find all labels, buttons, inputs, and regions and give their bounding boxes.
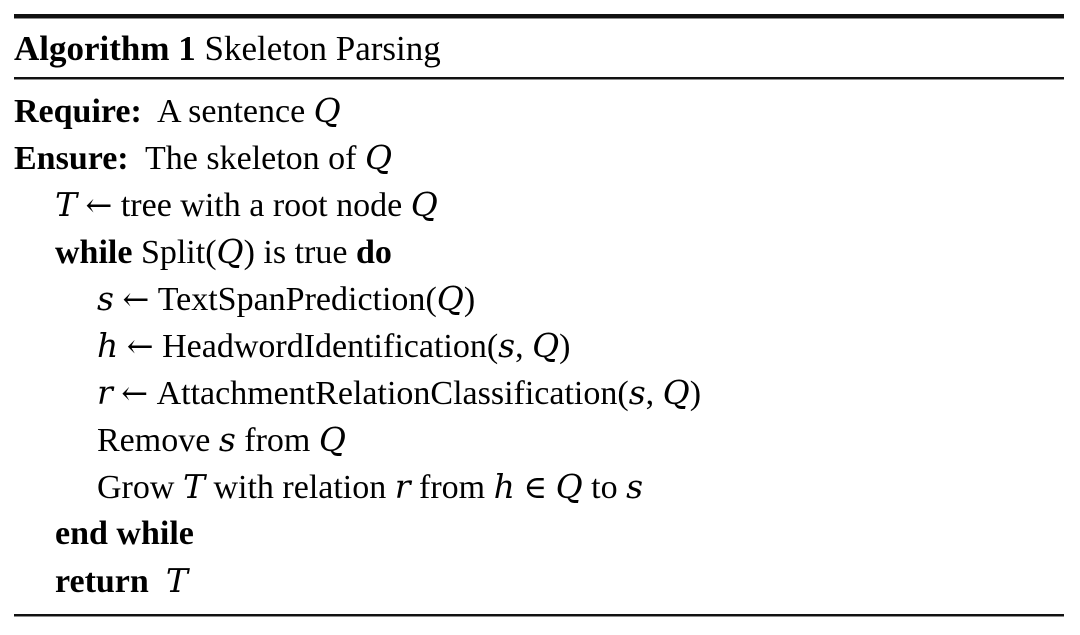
- algorithm-line-grow-tree: Grow T with relation r from h ∈ Q to s: [14, 463, 1064, 510]
- algorithm-line-attachment-relation-classification: r ← AttachmentRelationClassification(s, …: [14, 369, 1064, 416]
- attachment-relation-close-paren: ): [689, 375, 702, 412]
- remove-span-variable: s: [218, 420, 236, 459]
- attachment-relation-open-paren: (: [617, 375, 629, 412]
- text-span-prediction-lhs: s: [97, 279, 114, 318]
- ensure-text: The skeleton of: [145, 140, 357, 177]
- while-call-argument: Q: [216, 232, 244, 271]
- algorithm-top-rule: [14, 14, 1064, 19]
- do-keyword: do: [355, 234, 392, 271]
- grow-tree-relation-variable: r: [394, 467, 411, 506]
- while-call-name: Split: [140, 234, 206, 271]
- algorithm-caption: Algorithm 1 Skeleton Parsing: [14, 19, 1064, 77]
- algorithm-line-text-span-prediction: s ← TextSpanPrediction(Q): [14, 275, 1064, 322]
- ensure-keyword: Ensure:: [14, 140, 129, 177]
- assignment-arrow-icon: ←: [121, 374, 149, 412]
- grow-tree-from-label: from: [419, 469, 486, 506]
- algorithm-line-headword-identification: h ← HeadwordIdentification(s, Q): [14, 322, 1064, 369]
- headword-identification-open-paren: (: [486, 328, 499, 365]
- algorithm-line-init-tree: T ← tree with a root node Q: [14, 181, 1064, 228]
- remove-span-source: Q: [318, 420, 346, 459]
- algorithm-caption-title: Skeleton Parsing: [204, 29, 441, 68]
- grow-tree-target: T: [182, 467, 205, 506]
- grow-tree-head-variable: h: [493, 467, 515, 506]
- while-keyword: while: [55, 234, 133, 271]
- end-while-keyword: end while: [55, 515, 194, 552]
- headword-identification-call-name: HeadwordIdentification: [162, 328, 487, 365]
- algorithm-block: Algorithm 1 Skeleton Parsing Require: A …: [14, 14, 1064, 617]
- algorithm-line-return: return T: [14, 557, 1064, 604]
- assignment-arrow-icon: ←: [85, 186, 113, 224]
- assignment-arrow-icon: ←: [122, 280, 150, 318]
- init-tree-variable: Q: [410, 185, 438, 224]
- headword-identification-lhs: h: [97, 326, 119, 365]
- require-keyword: Require:: [14, 93, 142, 130]
- algorithm-line-remove-span: Remove s from Q: [14, 416, 1064, 463]
- text-span-prediction-call-name: TextSpanPrediction: [157, 281, 426, 318]
- algorithm-caption-label: Algorithm 1: [14, 29, 196, 68]
- algorithm-line-require: Require: A sentence Q: [14, 87, 1064, 134]
- attachment-relation-lhs: r: [97, 373, 113, 412]
- algorithm-line-ensure: Ensure: The skeleton of Q: [14, 134, 1064, 181]
- headword-identification-argument-1: s: [498, 326, 516, 365]
- headword-identification-close-paren: ): [559, 328, 571, 365]
- attachment-relation-call-name: AttachmentRelationClassification: [156, 375, 618, 412]
- attachment-relation-argument-2: Q: [662, 373, 690, 412]
- grow-tree-relation-label: with relation: [213, 469, 387, 506]
- grow-tree-sentence-variable: Q: [555, 467, 583, 506]
- algorithm-line-while: while Split(Q) is true do: [14, 228, 1064, 275]
- algorithm-bottom-rule: [14, 614, 1064, 617]
- attachment-relation-separator: ,: [645, 375, 655, 412]
- algorithm-line-end-while: end while: [14, 510, 1064, 557]
- remove-span-preposition: from: [244, 422, 311, 459]
- return-variable: T: [165, 561, 188, 600]
- element-of-icon: ∈: [523, 468, 548, 506]
- while-call-open-paren: (: [205, 234, 217, 271]
- text-span-prediction-open-paren: (: [425, 281, 437, 318]
- require-variable: Q: [313, 91, 341, 130]
- remove-span-verb: Remove: [97, 422, 211, 459]
- ensure-variable: Q: [365, 138, 393, 177]
- grow-tree-verb: Grow: [97, 469, 175, 506]
- init-tree-text: tree with a root node: [120, 187, 403, 224]
- algorithm-header-rule: [14, 77, 1064, 80]
- assignment-arrow-icon: ←: [126, 327, 154, 365]
- init-tree-lhs: T: [55, 185, 78, 224]
- text-span-prediction-argument: Q: [436, 279, 464, 318]
- headword-identification-argument-2: Q: [532, 326, 560, 365]
- return-keyword: return: [55, 563, 149, 600]
- text-span-prediction-close-paren: ): [463, 281, 476, 318]
- while-call-close-paren: ): [243, 234, 255, 271]
- attachment-relation-argument-1: s: [628, 373, 646, 412]
- headword-identification-separator: ,: [515, 328, 524, 365]
- while-condition-text: is true: [263, 234, 348, 271]
- algorithm-body: Require: A sentence Q Ensure: The skelet…: [14, 80, 1064, 614]
- grow-tree-to-label: to: [591, 469, 618, 506]
- require-text: A sentence: [156, 93, 306, 130]
- grow-tree-span-variable: s: [626, 467, 644, 506]
